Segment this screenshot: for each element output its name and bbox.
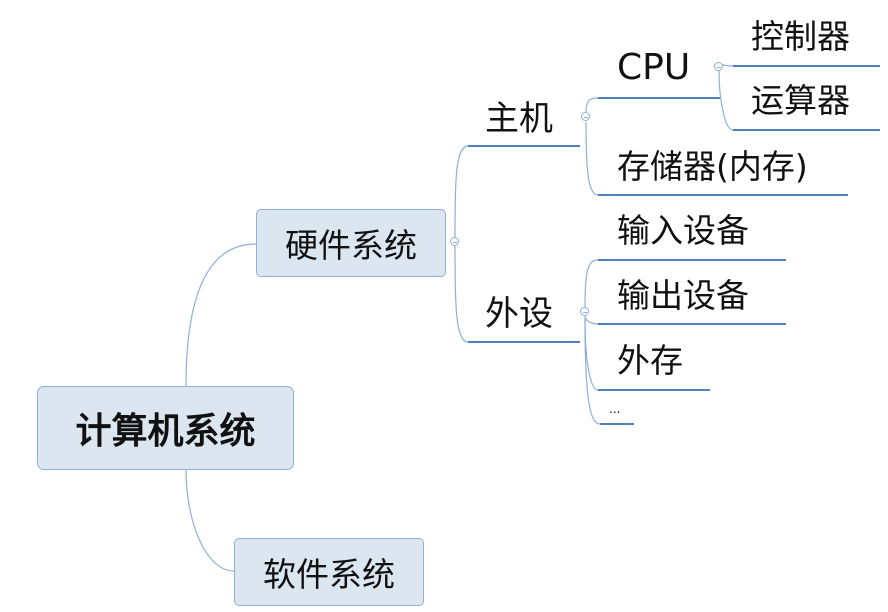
node-hardware-system[interactable]: 硬件系统 — [256, 209, 446, 277]
host-collapse-icon[interactable] — [581, 112, 590, 121]
node-cpu[interactable]: CPU — [617, 47, 691, 88]
hardware-collapse-icon[interactable] — [450, 237, 459, 246]
node-controller[interactable]: 控制器 — [751, 17, 850, 56]
node-hardware-system-label: 硬件系统 — [285, 226, 417, 265]
node-peripheral[interactable]: 外设 — [485, 294, 553, 334]
node-more[interactable]: ... — [609, 402, 621, 416]
node-input-device[interactable]: 输入设备 — [617, 211, 749, 250]
cpu-collapse-icon[interactable] — [714, 62, 723, 71]
node-external-storage[interactable]: 外存 — [617, 341, 683, 380]
node-computer-system[interactable]: 计算机系统 — [37, 386, 294, 470]
node-software-system[interactable]: 软件系统 — [234, 538, 424, 606]
peripheral-collapse-icon[interactable] — [580, 307, 589, 316]
node-software-system-label: 软件系统 — [263, 555, 395, 594]
node-alu[interactable]: 运算器 — [751, 81, 850, 120]
node-host[interactable]: 主机 — [485, 99, 553, 139]
node-computer-system-label: 计算机系统 — [75, 411, 256, 452]
node-memory[interactable]: 存储器(内存) — [617, 147, 808, 186]
node-output-device[interactable]: 输出设备 — [617, 276, 749, 315]
